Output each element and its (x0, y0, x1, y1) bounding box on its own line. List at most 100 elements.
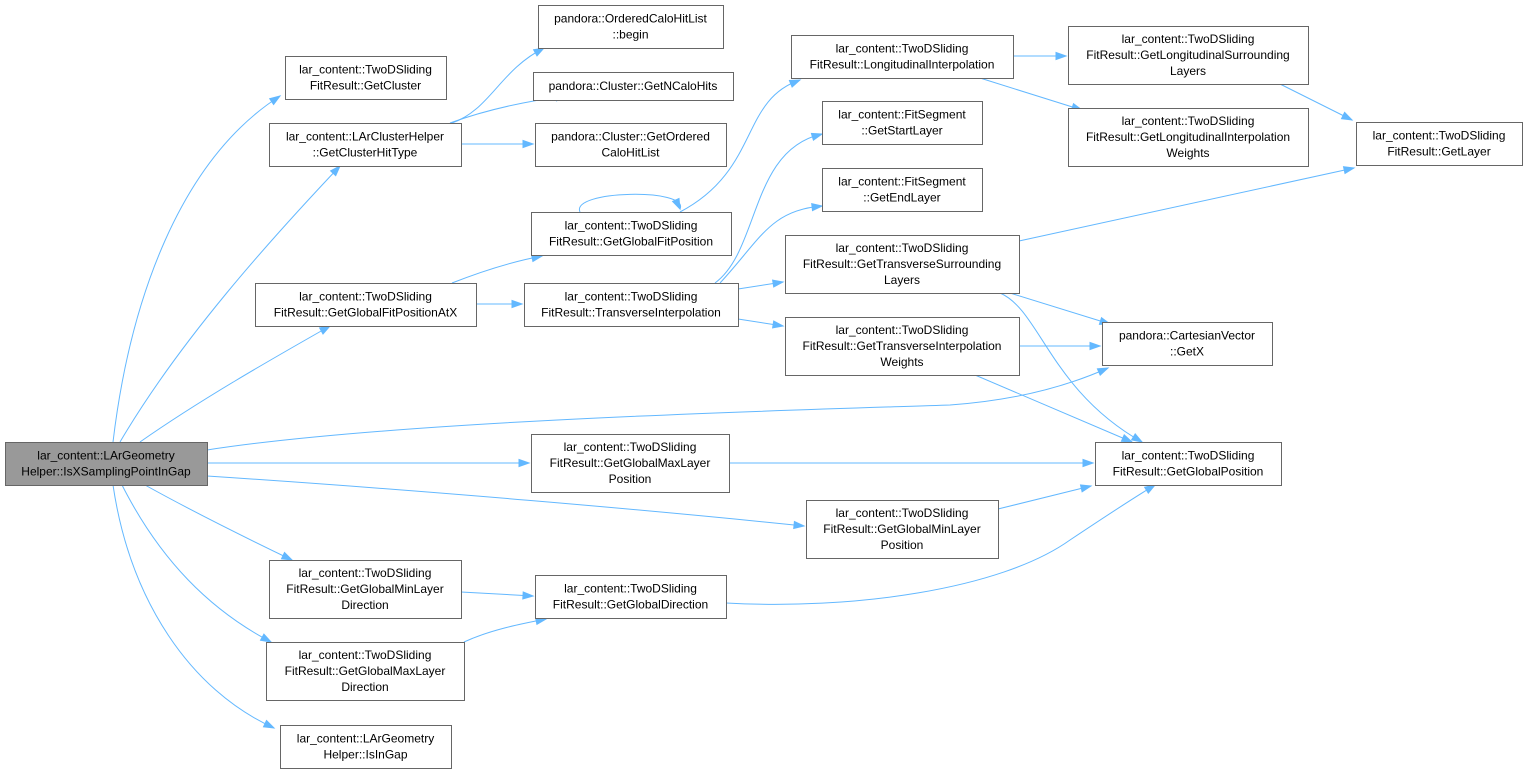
edge-get-global-direction-to-get-global-position (725, 484, 1157, 605)
edge-get-cluster-hit-type-to-get-ordered-calo-hit-list (461, 139, 535, 149)
node-get-global-fit-position-at-x[interactable]: lar_content::TwoDSlidingFitResult::GetGl… (255, 283, 477, 327)
edge-get-transverse-surrounding-layers-to-get-layer (1018, 166, 1356, 242)
arrowhead (1089, 341, 1102, 351)
node-label-line: pandora::Cluster::GetOrdered (551, 130, 710, 144)
node-get-transverse-interpolation-weights[interactable]: lar_content::TwoDSlidingFitResult::GetTr… (785, 317, 1020, 376)
node-label-line: lar_content::TwoDSliding (299, 648, 432, 662)
arrowhead (1342, 166, 1356, 175)
edge-line (719, 205, 823, 284)
node-label-line: lar_content::TwoDSliding (836, 506, 969, 520)
node-label-line: ::GetStartLayer (861, 124, 942, 138)
node-get-longitudinal-surrounding-layers[interactable]: lar_content::TwoDSlidingFitResult::GetLo… (1068, 26, 1309, 85)
arrowhead (262, 719, 276, 729)
edge-transverse-interpolation-to-get-transverse-surrounding-layers (737, 279, 785, 290)
edge-line (112, 95, 281, 443)
node-label-line: pandora::OrderedCaloHitList (554, 12, 707, 26)
node-get-layer[interactable]: lar_content::TwoDSlidingFitResult::GetLa… (1356, 122, 1523, 166)
edge-line (1018, 167, 1355, 242)
edge-longitudinal-interpolation-to-get-longitudinal-surrounding-layers (1013, 51, 1068, 61)
node-get-start-layer[interactable]: lar_content::FitSegment::GetStartLayer (822, 101, 983, 145)
edge-root-to-get-global-min-layer-direction (144, 484, 294, 561)
node-box (535, 123, 727, 167)
node-box (269, 123, 462, 167)
node-get-global-max-layer-position[interactable]: lar_content::TwoDSlidingFitResult::GetGl… (531, 434, 730, 493)
edge-line (460, 591, 534, 597)
node-label-line: Weights (880, 355, 923, 369)
node-get-global-fit-position[interactable]: lar_content::TwoDSlidingFitResult::GetGl… (531, 212, 732, 256)
edge-get-global-max-layer-position-to-get-global-position (729, 458, 1095, 468)
node-transverse-interpolation[interactable]: lar_content::TwoDSlidingFitResult::Trans… (524, 283, 739, 327)
edge-line (119, 165, 341, 443)
node-label-line: ::GetEndLayer (863, 191, 940, 205)
edge-root-to-get-cluster (112, 95, 282, 443)
node-box (791, 35, 1014, 79)
node-label-line: lar_content::TwoDSliding (836, 241, 969, 255)
node-label-line: lar_content::FitSegment (838, 108, 966, 122)
arrowhead (1096, 367, 1110, 377)
node-label-line: FitResult::GetLongitudinalSurrounding (1086, 48, 1289, 62)
node-get-longitudinal-interpolation-weights[interactable]: lar_content::TwoDSlidingFitResult::GetLo… (1068, 108, 1309, 167)
node-get-global-min-layer-position[interactable]: lar_content::TwoDSlidingFitResult::GetGl… (806, 500, 999, 559)
edge-get-global-min-layer-direction-to-get-global-direction (460, 591, 535, 600)
node-label-line: lar_content::TwoDSliding (1122, 449, 1255, 463)
edge-line (997, 485, 1092, 510)
node-label-line: Layers (884, 273, 920, 287)
arrowhead (280, 551, 294, 561)
node-label-line: lar_content::TwoDSliding (299, 566, 432, 580)
nodes-layer: lar_content::LArGeometryHelper::IsXSampl… (5, 5, 1523, 769)
arrowhead (1082, 458, 1095, 468)
node-get-transverse-surrounding-layers[interactable]: lar_content::TwoDSlidingFitResult::GetTr… (785, 235, 1020, 294)
node-label-line: lar_content::TwoDSliding (564, 440, 697, 454)
node-box (785, 235, 1020, 294)
node-get-cluster-hit-type[interactable]: lar_content::LArClusterHelper::GetCluste… (269, 123, 462, 167)
node-label-line: Position (881, 538, 924, 552)
node-box (1068, 108, 1309, 167)
node-label-line: FitResult::GetGlobalDirection (553, 598, 708, 612)
node-get-cluster[interactable]: lar_content::TwoDSlidingFitResult::GetCl… (285, 56, 447, 100)
edge-line (1009, 292, 1111, 325)
node-get-global-direction[interactable]: lar_content::TwoDSlidingFitResult::GetGl… (535, 575, 727, 619)
edge-get-global-fit-position-at-x-to-get-global-fit-position (451, 253, 544, 284)
node-root[interactable]: lar_content::LArGeometryHelper::IsXSampl… (5, 442, 208, 486)
node-label-line: lar_content::TwoDSliding (1373, 129, 1506, 143)
node-ordered-begin[interactable]: pandora::OrderedCaloHitList::begin (538, 5, 724, 49)
arrowhead (522, 139, 535, 149)
node-get-x[interactable]: pandora::CartesianVector::GetX (1102, 322, 1273, 366)
node-label-line: FitResult::GetGlobalMaxLayer (550, 456, 711, 470)
edge-root-to-get-cluster-hit-type (119, 164, 342, 443)
arrowhead (1079, 484, 1093, 493)
node-get-global-min-layer-direction[interactable]: lar_content::TwoDSlidingFitResult::GetGl… (269, 560, 462, 619)
arrowhead (268, 95, 282, 106)
node-longitudinal-interpolation[interactable]: lar_content::TwoDSlidingFitResult::Longi… (791, 35, 1014, 79)
node-get-end-layer[interactable]: lar_content::FitSegment::GetEndLayer (822, 168, 983, 212)
node-get-global-max-layer-direction[interactable]: lar_content::TwoDSlidingFitResult::GetGl… (266, 642, 465, 701)
node-box (531, 212, 732, 256)
arrowhead (771, 320, 785, 329)
node-label-line: ::GetClusterHitType (313, 146, 418, 160)
node-box (1356, 122, 1523, 166)
edge-line (679, 79, 801, 213)
edge-root-to-is-in-gap (112, 484, 276, 729)
node-label-line: Direction (341, 680, 388, 694)
node-box (255, 283, 477, 327)
node-get-ncalo-hits[interactable]: pandora::Cluster::GetNCaloHits (533, 72, 734, 101)
edge-line (451, 47, 545, 124)
node-label-line: lar_content::TwoDSliding (1122, 114, 1255, 128)
edge-line (1279, 83, 1353, 121)
edge-line (463, 618, 547, 643)
node-get-global-position[interactable]: lar_content::TwoDSlidingFitResult::GetGl… (1095, 442, 1282, 486)
arrowhead (518, 458, 531, 468)
edge-line (979, 77, 1083, 111)
node-box (531, 434, 730, 493)
node-box (1068, 26, 1309, 85)
node-box (1102, 322, 1273, 366)
edge-line (579, 193, 681, 213)
node-label-line: FitResult::TransverseInterpolation (541, 306, 721, 320)
edge-transverse-interpolation-to-get-end-layer (719, 203, 824, 284)
node-label-line: lar_content::TwoDSliding (299, 63, 432, 77)
node-box (269, 560, 462, 619)
edge-get-transverse-surrounding-layers-to-get-x (1009, 292, 1112, 325)
node-box (280, 725, 452, 769)
